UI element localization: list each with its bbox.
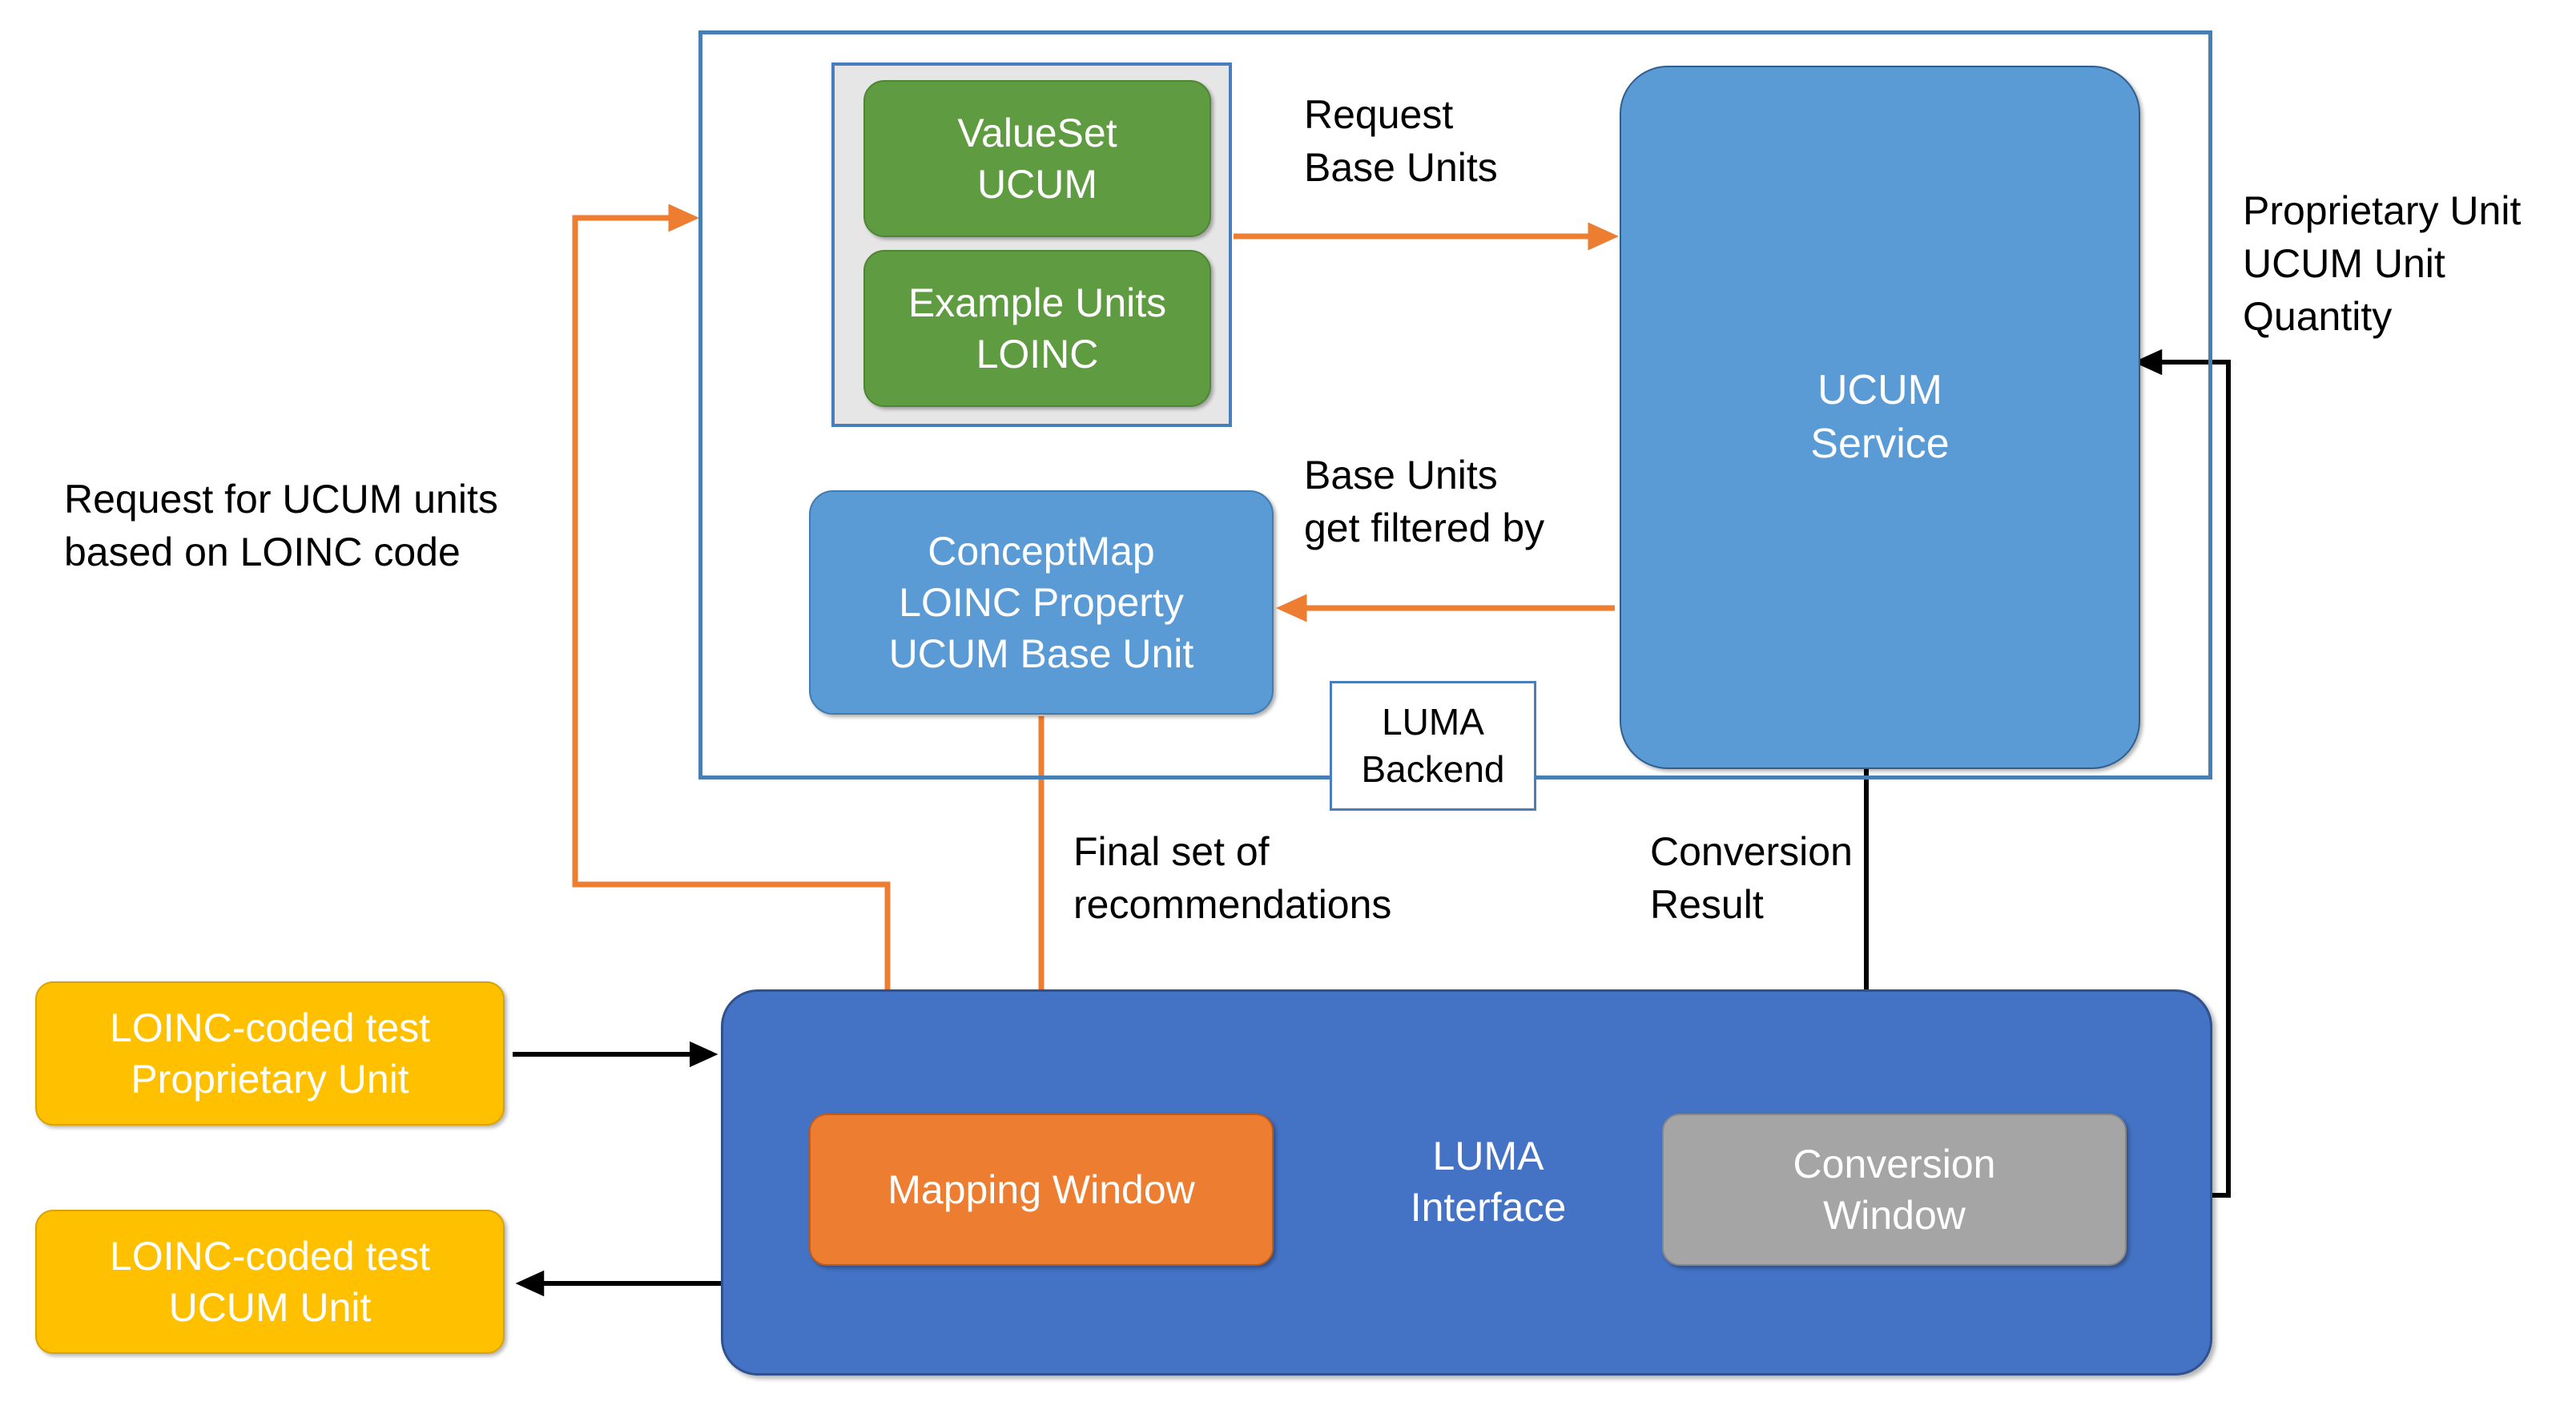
- example-units-loinc-box[interactable]: Example Units LOINC: [863, 250, 1211, 407]
- label-proprietary-unit-quantity: Proprietary Unit UCUM Unit Quantity: [2243, 188, 2522, 339]
- conversion-window-box[interactable]: Conversion Window: [1662, 1114, 2127, 1266]
- conceptmap-box[interactable]: ConceptMap LOINC Property UCUM Base Unit: [809, 490, 1274, 715]
- luma-interface-label: LUMA Interface: [1410, 1134, 1567, 1230]
- label-request-base-units: Request Base Units: [1304, 92, 1498, 190]
- mapping-window-box[interactable]: Mapping Window: [809, 1114, 1274, 1266]
- valueset-ucum-box[interactable]: ValueSet UCUM: [863, 80, 1211, 237]
- loinc-coded-test-ucum-unit-box[interactable]: LOINC-coded test UCUM Unit: [35, 1210, 505, 1354]
- luma-backend-label: LUMA Backend: [1330, 681, 1536, 811]
- ucum-service-box[interactable]: UCUM Service: [1620, 66, 2140, 769]
- label-base-units-get-filtered-by: Base Units get filtered by: [1304, 453, 1545, 550]
- loinc-coded-test-proprietary-unit-box[interactable]: LOINC-coded test Proprietary Unit: [35, 981, 505, 1126]
- label-conversion-result: Conversion Result: [1650, 829, 1853, 927]
- label-final-set-of-recommendations: Final set of recommendations: [1073, 829, 1392, 927]
- label-request-for-ucum-units: Request for UCUM units based on LOINC co…: [64, 477, 498, 574]
